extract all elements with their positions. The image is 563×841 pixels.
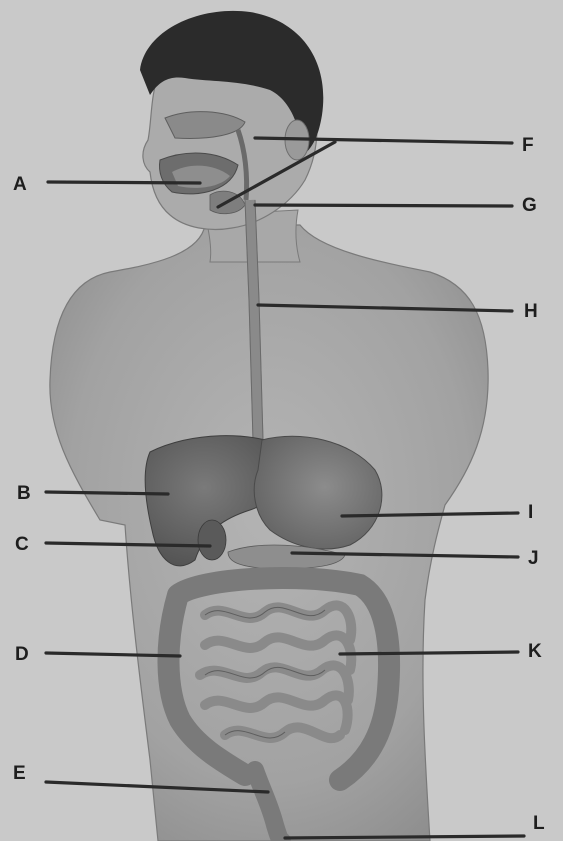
leader-line-l [285, 836, 524, 838]
gallbladder [198, 520, 226, 560]
label-d: D [15, 645, 29, 664]
label-h: H [524, 302, 538, 321]
leader-line-a [48, 182, 200, 183]
label-i: I [528, 503, 533, 522]
leader-line-k [340, 652, 518, 654]
label-b: B [17, 484, 31, 503]
label-c: C [15, 535, 29, 554]
leader-line-g [255, 205, 512, 206]
leader-line-b [46, 492, 168, 494]
label-k: K [528, 642, 542, 661]
label-e: E [13, 764, 26, 783]
label-a: A [13, 175, 27, 194]
label-l: L [533, 814, 545, 833]
label-f: F [522, 136, 534, 155]
label-g: G [522, 196, 537, 215]
label-j: J [528, 549, 539, 568]
